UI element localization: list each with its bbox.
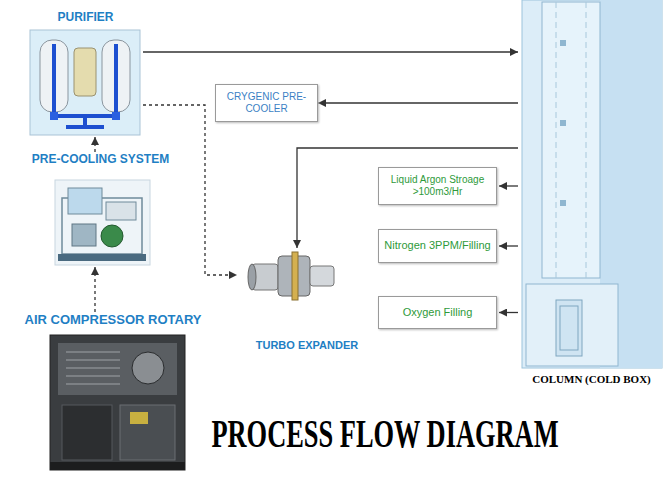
equipment-label: PRE-COOLING SYSTEM [32,152,169,166]
compressor-picture [50,335,185,470]
flow-arrow [318,102,518,103]
equipment-node: PURIFIER [28,10,143,137]
equipment-node: AIR COMPRESSOR ROTARY [8,312,218,472]
box-label: Nitrogen 3PPM/Filling [384,239,490,252]
equipment-label: TURBO EXPANDER [256,339,358,352]
flow-arrow [94,137,95,152]
equipment-label: PURIFIER [57,10,113,24]
equipment-node: PRE-COOLING SYSTEM [18,152,183,267]
purifier-picture [30,30,140,135]
turbo-expander-picture [248,252,334,300]
flow-arrow [143,51,518,52]
column-picture [522,0,662,368]
box-label: Oxygen Filling [403,306,473,319]
equipment-label: AIR COMPRESSOR ROTARY [25,312,202,328]
equipment-label: COLUMN (COLD BOX) [532,373,651,386]
flow-arrow [499,185,518,186]
product-box: Nitrogen 3PPM/Filling [378,229,497,263]
column-node: COLUMN (COLD BOX) [518,0,665,392]
equipment-node: TURBO EXPANDER [237,248,377,358]
box-label: Liquid Argon Stroage >100m3/Hr [384,174,491,198]
flow-arrow [499,312,518,313]
diagram-title: PROCESS FLOW DIAGRAM [187,410,583,458]
product-box: Oxygen Filling [378,296,497,329]
process-box: CRYGENIC PRE-COOLER [215,84,318,122]
product-box: Liquid Argon Stroage >100m3/Hr [378,167,497,205]
flow-arrow [499,245,518,246]
box-label: CRYGENIC PRE-COOLER [221,91,312,115]
pre-cooling-picture [55,180,150,265]
flow-arrow [143,105,237,275]
flow-arrow [94,267,95,312]
